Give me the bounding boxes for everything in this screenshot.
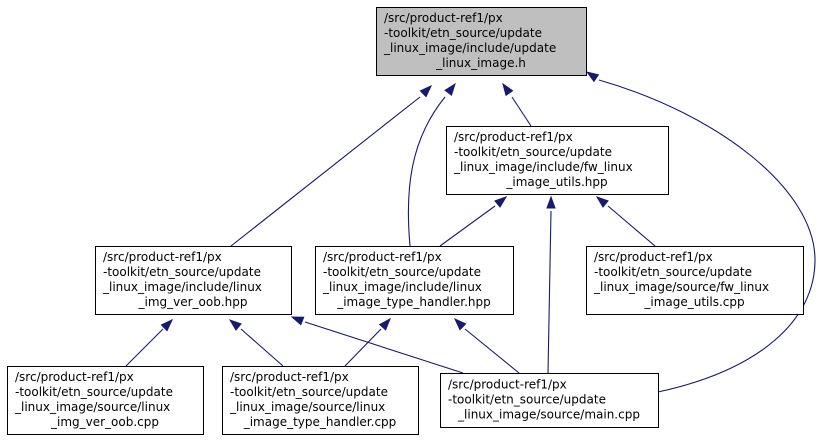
edge-line: [304, 321, 464, 374]
node-label-line: /src/product-ref1/px: [454, 130, 573, 144]
node-label-line: _linux_image/source/fw_linux: [593, 280, 769, 294]
arrowhead: [419, 84, 433, 98]
edges-layer: [125, 71, 816, 393]
arrowhead: [595, 196, 609, 208]
node-label-line: -toolkit/etn_source/update: [323, 265, 481, 279]
node-label-line: -toolkit/etn_source/update: [230, 385, 388, 399]
edge-n3-to-n0: [407, 82, 456, 247]
node-box: [586, 246, 804, 315]
node-label-line: _linux_image/include/update: [383, 41, 556, 55]
arrowhead: [494, 196, 508, 208]
edge-line: [464, 328, 520, 374]
node-label-line: _image_type_handler.hpp: [336, 295, 491, 309]
nodes-layer: /src/product-ref1/px-toolkit/etn_source/…: [7, 7, 804, 435]
edge-n3-to-n1: [439, 196, 508, 247]
arrowhead: [546, 195, 556, 209]
node-label-line: -toolkit/etn_source/update: [594, 265, 752, 279]
node-label-line: /src/product-ref1/px: [230, 370, 349, 384]
arrowhead: [228, 319, 242, 331]
arrowhead: [585, 71, 600, 83]
edge-n7-to-n0: [585, 71, 816, 393]
arrowhead: [160, 318, 174, 332]
node-label-line: /src/product-ref1/px: [323, 250, 442, 264]
edge-line: [439, 205, 496, 247]
edge-line: [547, 210, 552, 374]
file-node[interactable]: /src/product-ref1/px-toolkit/etn_source/…: [440, 373, 659, 428]
edge-line: [344, 328, 382, 367]
node-label-line: /src/product-ref1/px: [384, 11, 503, 25]
node-box: [315, 246, 514, 315]
file-node[interactable]: /src/product-ref1/px-toolkit/etn_source/…: [7, 366, 204, 435]
arrowhead: [290, 316, 305, 326]
edge-n6-to-n2: [228, 319, 284, 367]
node-label-line: _linux_image/source/main.cpp: [457, 408, 640, 422]
node-box: [446, 126, 669, 195]
node-label-line: -toolkit/etn_source/update: [15, 385, 173, 399]
edge-line: [240, 328, 284, 367]
node-label-line: _image_utils.hpp: [505, 175, 607, 189]
edge-n7-to-n2: [290, 316, 464, 374]
edge-n7-to-n3: [453, 317, 520, 374]
node-label-line: _linux_image/include/linux: [102, 280, 262, 294]
node-label-line: _image_utils.cpp: [643, 295, 744, 309]
node-label-line: _image_type_handler.cpp: [243, 415, 397, 429]
edge-n4-to-n1: [595, 196, 656, 247]
edge-n5-to-n2: [125, 318, 174, 367]
edge-line: [230, 96, 421, 247]
edge-line: [607, 205, 656, 247]
node-label-line: _linux_image.h: [435, 56, 526, 70]
node-label-line: -toolkit/etn_source/update: [103, 265, 261, 279]
node-box: [222, 366, 419, 435]
arrowhead: [378, 317, 391, 331]
node-label-line: /src/product-ref1/px: [15, 370, 134, 384]
node-label-line: -toolkit/etn_source/update: [448, 393, 606, 407]
node-label-line: /src/product-ref1/px: [103, 250, 222, 264]
edge-line: [598, 79, 816, 393]
node-label-line: _linux_image/include/fw_linux: [453, 160, 633, 174]
node-box: [95, 246, 292, 315]
node-label-line: _img_ver_oob.cpp: [50, 415, 159, 429]
edge-n6-to-n3: [344, 317, 391, 367]
node-box: [376, 7, 587, 76]
file-node[interactable]: /src/product-ref1/px-toolkit/etn_source/…: [446, 126, 669, 195]
node-label-line: _linux_image/source/linux: [14, 400, 170, 414]
edge-line: [511, 96, 532, 127]
node-label-line: -toolkit/etn_source/update: [384, 26, 542, 40]
node-label-line: _linux_image/source/linux: [229, 400, 385, 414]
file-node[interactable]: /src/product-ref1/px-toolkit/etn_source/…: [222, 366, 419, 435]
file-node[interactable]: /src/product-ref1/px-toolkit/etn_source/…: [315, 246, 514, 315]
edge-line: [407, 96, 446, 247]
arrowhead: [502, 82, 514, 97]
node-box: [7, 366, 204, 435]
node-label-line: _linux_image/include/linux: [322, 280, 482, 294]
edge-n2-to-n0: [230, 84, 433, 247]
arrowhead: [453, 317, 467, 331]
file-node[interactable]: /src/product-ref1/px-toolkit/etn_source/…: [586, 246, 804, 315]
node-label-line: /src/product-ref1/px: [448, 378, 567, 392]
node-label-line: _img_ver_oob.hpp: [137, 295, 247, 309]
node-label-line: -toolkit/etn_source/update: [454, 145, 612, 159]
node-box: [440, 373, 659, 428]
root-file-node[interactable]: /src/product-ref1/px-toolkit/etn_source/…: [376, 7, 587, 76]
edge-n1-to-n0: [502, 82, 532, 127]
edge-line: [125, 328, 164, 367]
arrowhead: [444, 82, 456, 96]
file-node[interactable]: /src/product-ref1/px-toolkit/etn_source/…: [95, 246, 292, 315]
edge-n7-to-n1: [546, 195, 556, 374]
node-label-line: /src/product-ref1/px: [594, 250, 713, 264]
